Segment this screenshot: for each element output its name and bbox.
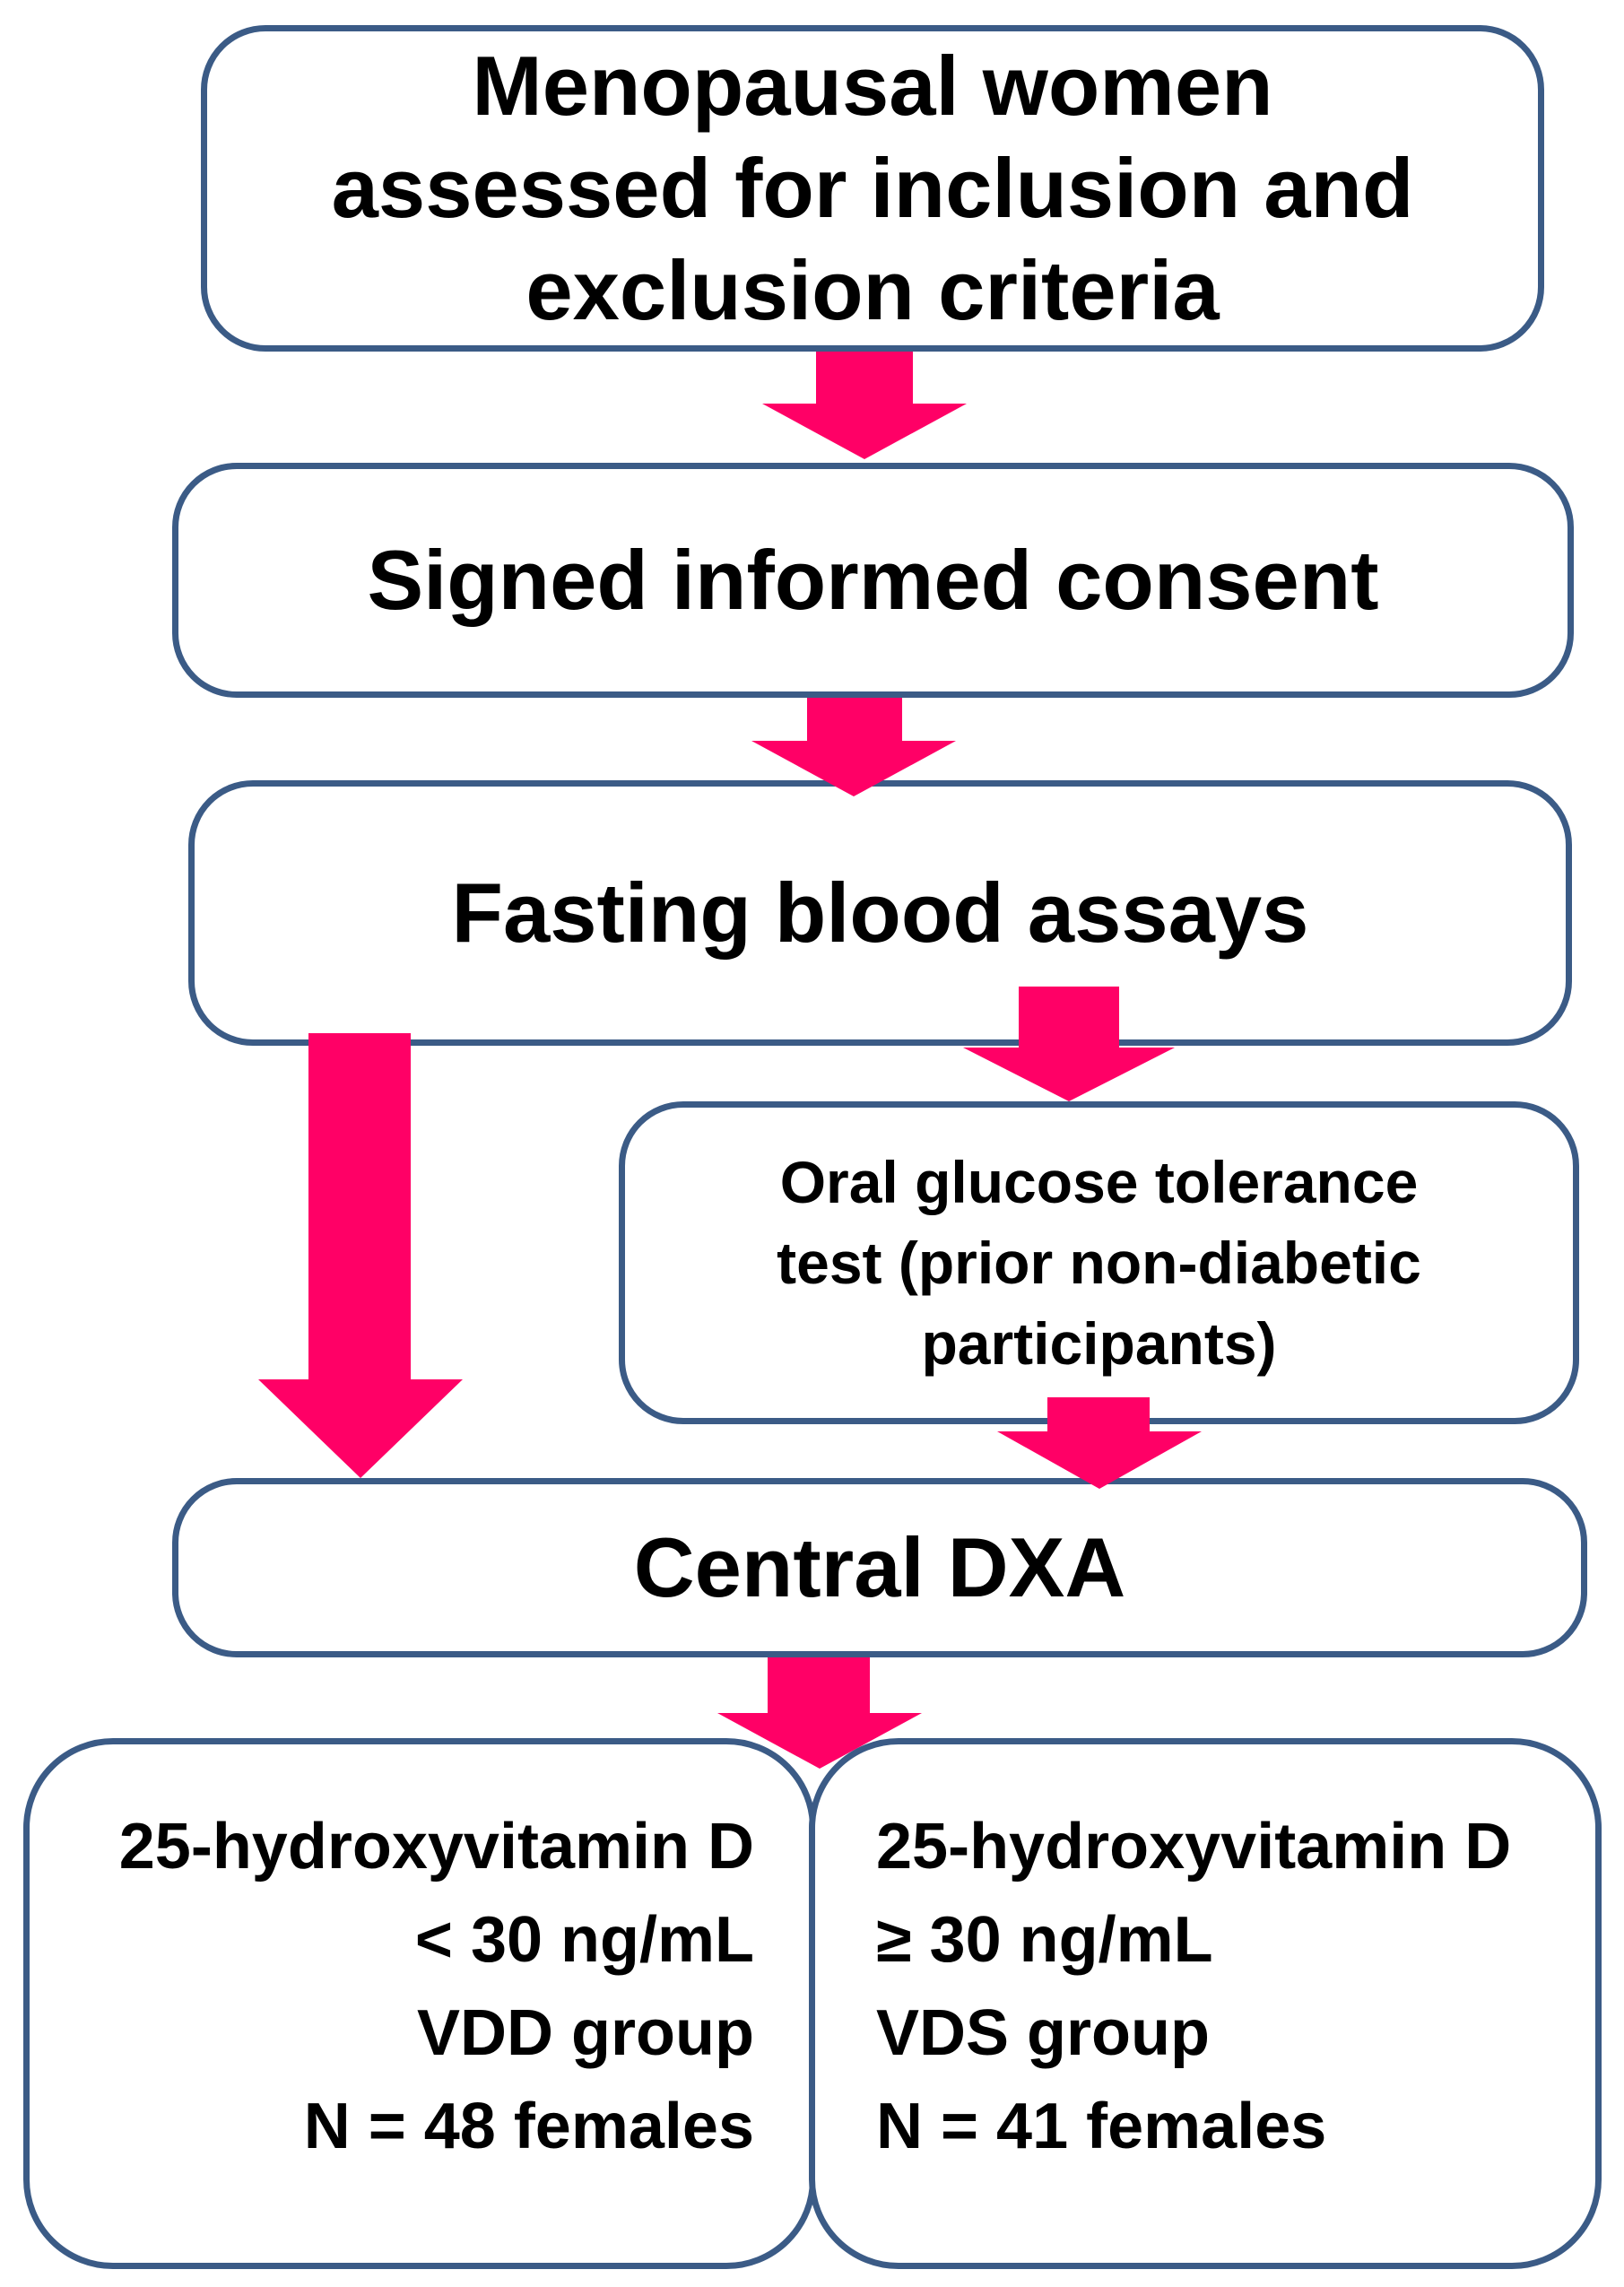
- assessment-line-2: assessed for inclusion and: [331, 141, 1414, 235]
- vds-line-2: ≥ 30 ng/mL: [876, 1904, 1213, 1976]
- arrow-assessment-to-consent: [762, 352, 967, 459]
- ogtt-line-1: Oral glucose tolerance: [779, 1149, 1419, 1215]
- consent-box: Signed informed consent: [172, 463, 1574, 698]
- vdd-line-4: N = 48 females: [303, 2091, 754, 2162]
- vdd-line-1: 25-hydroxyvitamin D: [118, 1811, 754, 1883]
- dxa-box: Central DXA: [172, 1478, 1587, 1657]
- vds-group-box: 25-hydroxyvitamin D ≥ 30 ng/mL VDS group…: [809, 1738, 1602, 2269]
- ogtt-box: Oral glucose tolerance test (prior non-d…: [619, 1101, 1579, 1424]
- assessment-box: Menopausal women assessed for inclusion …: [201, 25, 1544, 352]
- vds-line-4: N = 41 females: [876, 2091, 1327, 2162]
- vdd-group-box: 25-hydroxyvitamin D < 30 ng/mL VDD group…: [23, 1738, 816, 2269]
- fasting-box: Fasting blood assays: [188, 780, 1572, 1046]
- dxa-label: Central DXA: [633, 1520, 1126, 1614]
- vdd-line-2: < 30 ng/mL: [414, 1904, 754, 1976]
- vds-line-3: VDS group: [876, 1997, 1210, 2069]
- arrow-fasting-to-dxa: [258, 1033, 463, 1478]
- vdd-line-3: VDD group: [417, 1997, 754, 2069]
- arrow-fasting-to-ogtt: [963, 987, 1175, 1101]
- arrow-consent-to-fasting: [751, 698, 956, 796]
- assessment-line-1: Menopausal women: [472, 39, 1273, 133]
- arrow-dxa-to-groups: [717, 1657, 922, 1769]
- arrow-ogtt-to-dxa: [997, 1397, 1202, 1489]
- ogtt-line-3: participants): [921, 1310, 1277, 1377]
- consent-label: Signed informed consent: [367, 533, 1379, 627]
- assessment-line-3: exclusion criteria: [525, 243, 1220, 337]
- fasting-label: Fasting blood assays: [451, 865, 1309, 960]
- ogtt-line-2: test (prior non-diabetic: [777, 1230, 1421, 1296]
- vds-line-1: 25-hydroxyvitamin D: [876, 1811, 1512, 1883]
